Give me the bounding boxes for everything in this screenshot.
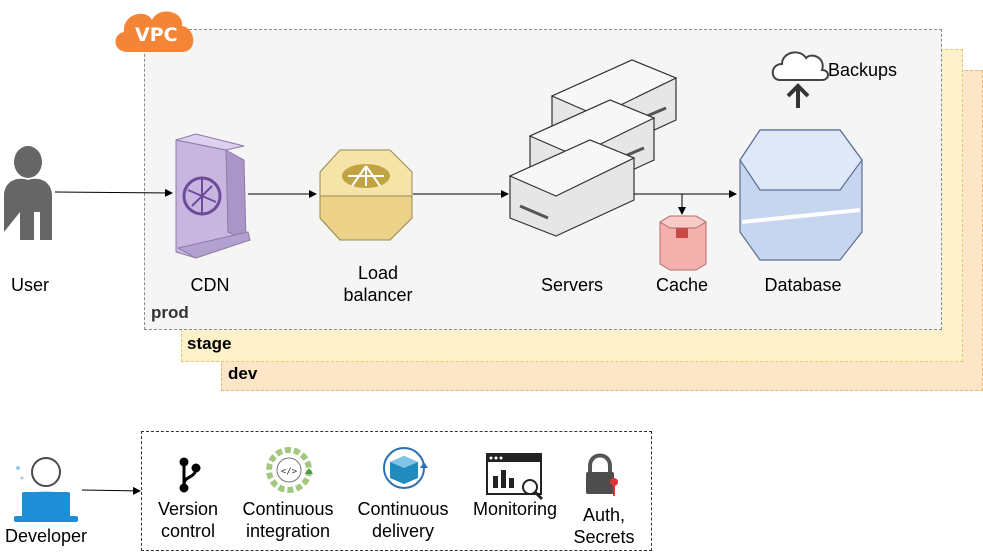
auth-secrets-label-line1: Auth,	[582, 505, 626, 525]
lock-icon	[586, 453, 618, 496]
continuous-integration-label: Continuous integration	[232, 498, 344, 542]
backups-label: Backups	[828, 60, 898, 80]
env-prod-label: prod	[151, 303, 189, 322]
env-stage-label: stage	[187, 334, 232, 353]
vpc-label: VPC	[135, 24, 178, 46]
database-label: Database	[764, 275, 842, 295]
svg-text:</>: </>	[281, 467, 298, 477]
monitoring-label: Monitoring	[472, 499, 558, 519]
cdn-label: CDN	[190, 275, 230, 295]
continuous-delivery-label-line1: Continuous	[357, 499, 449, 519]
user-label: User	[10, 275, 49, 295]
vpc-cloud-icon	[115, 11, 194, 52]
version-control-icon	[179, 457, 201, 493]
continuous-integration-icon: </>	[266, 447, 313, 493]
continuous-integration-label-line2: integration	[245, 521, 331, 541]
version-control-label-line2: control	[160, 521, 216, 541]
load-balancer-label: Load balancer	[318, 262, 438, 306]
backups-cloud-icon	[771, 51, 829, 108]
load-balancer-icon	[319, 149, 413, 241]
load-balancer-label-line1: Load	[357, 263, 399, 283]
auth-secrets-label: Auth, Secrets	[564, 504, 644, 548]
cache-label: Cache	[655, 275, 709, 295]
cdn-icon	[175, 133, 251, 259]
user-icon	[4, 146, 52, 240]
devops-toolbox	[141, 431, 652, 551]
auth-secrets-label-line2: Secrets	[573, 527, 635, 547]
continuous-integration-label-line1: Continuous	[242, 499, 334, 519]
env-dev-label: dev	[228, 364, 258, 383]
developer-label: Developer	[4, 526, 88, 546]
cache-icon	[659, 215, 707, 271]
continuous-delivery-icon	[383, 447, 428, 489]
version-control-label: Version control	[148, 498, 228, 542]
developer-icon	[14, 457, 78, 522]
servers-icon	[508, 59, 678, 237]
load-balancer-label-line2: balancer	[343, 285, 413, 305]
continuous-delivery-label-line2: delivery	[371, 521, 435, 541]
servers-label: Servers	[540, 275, 603, 295]
connectors	[54, 188, 737, 495]
database-icon	[739, 129, 863, 261]
version-control-label-line1: Version	[157, 499, 219, 519]
continuous-delivery-label: Continuous delivery	[348, 498, 458, 542]
monitoring-icon	[486, 453, 544, 501]
